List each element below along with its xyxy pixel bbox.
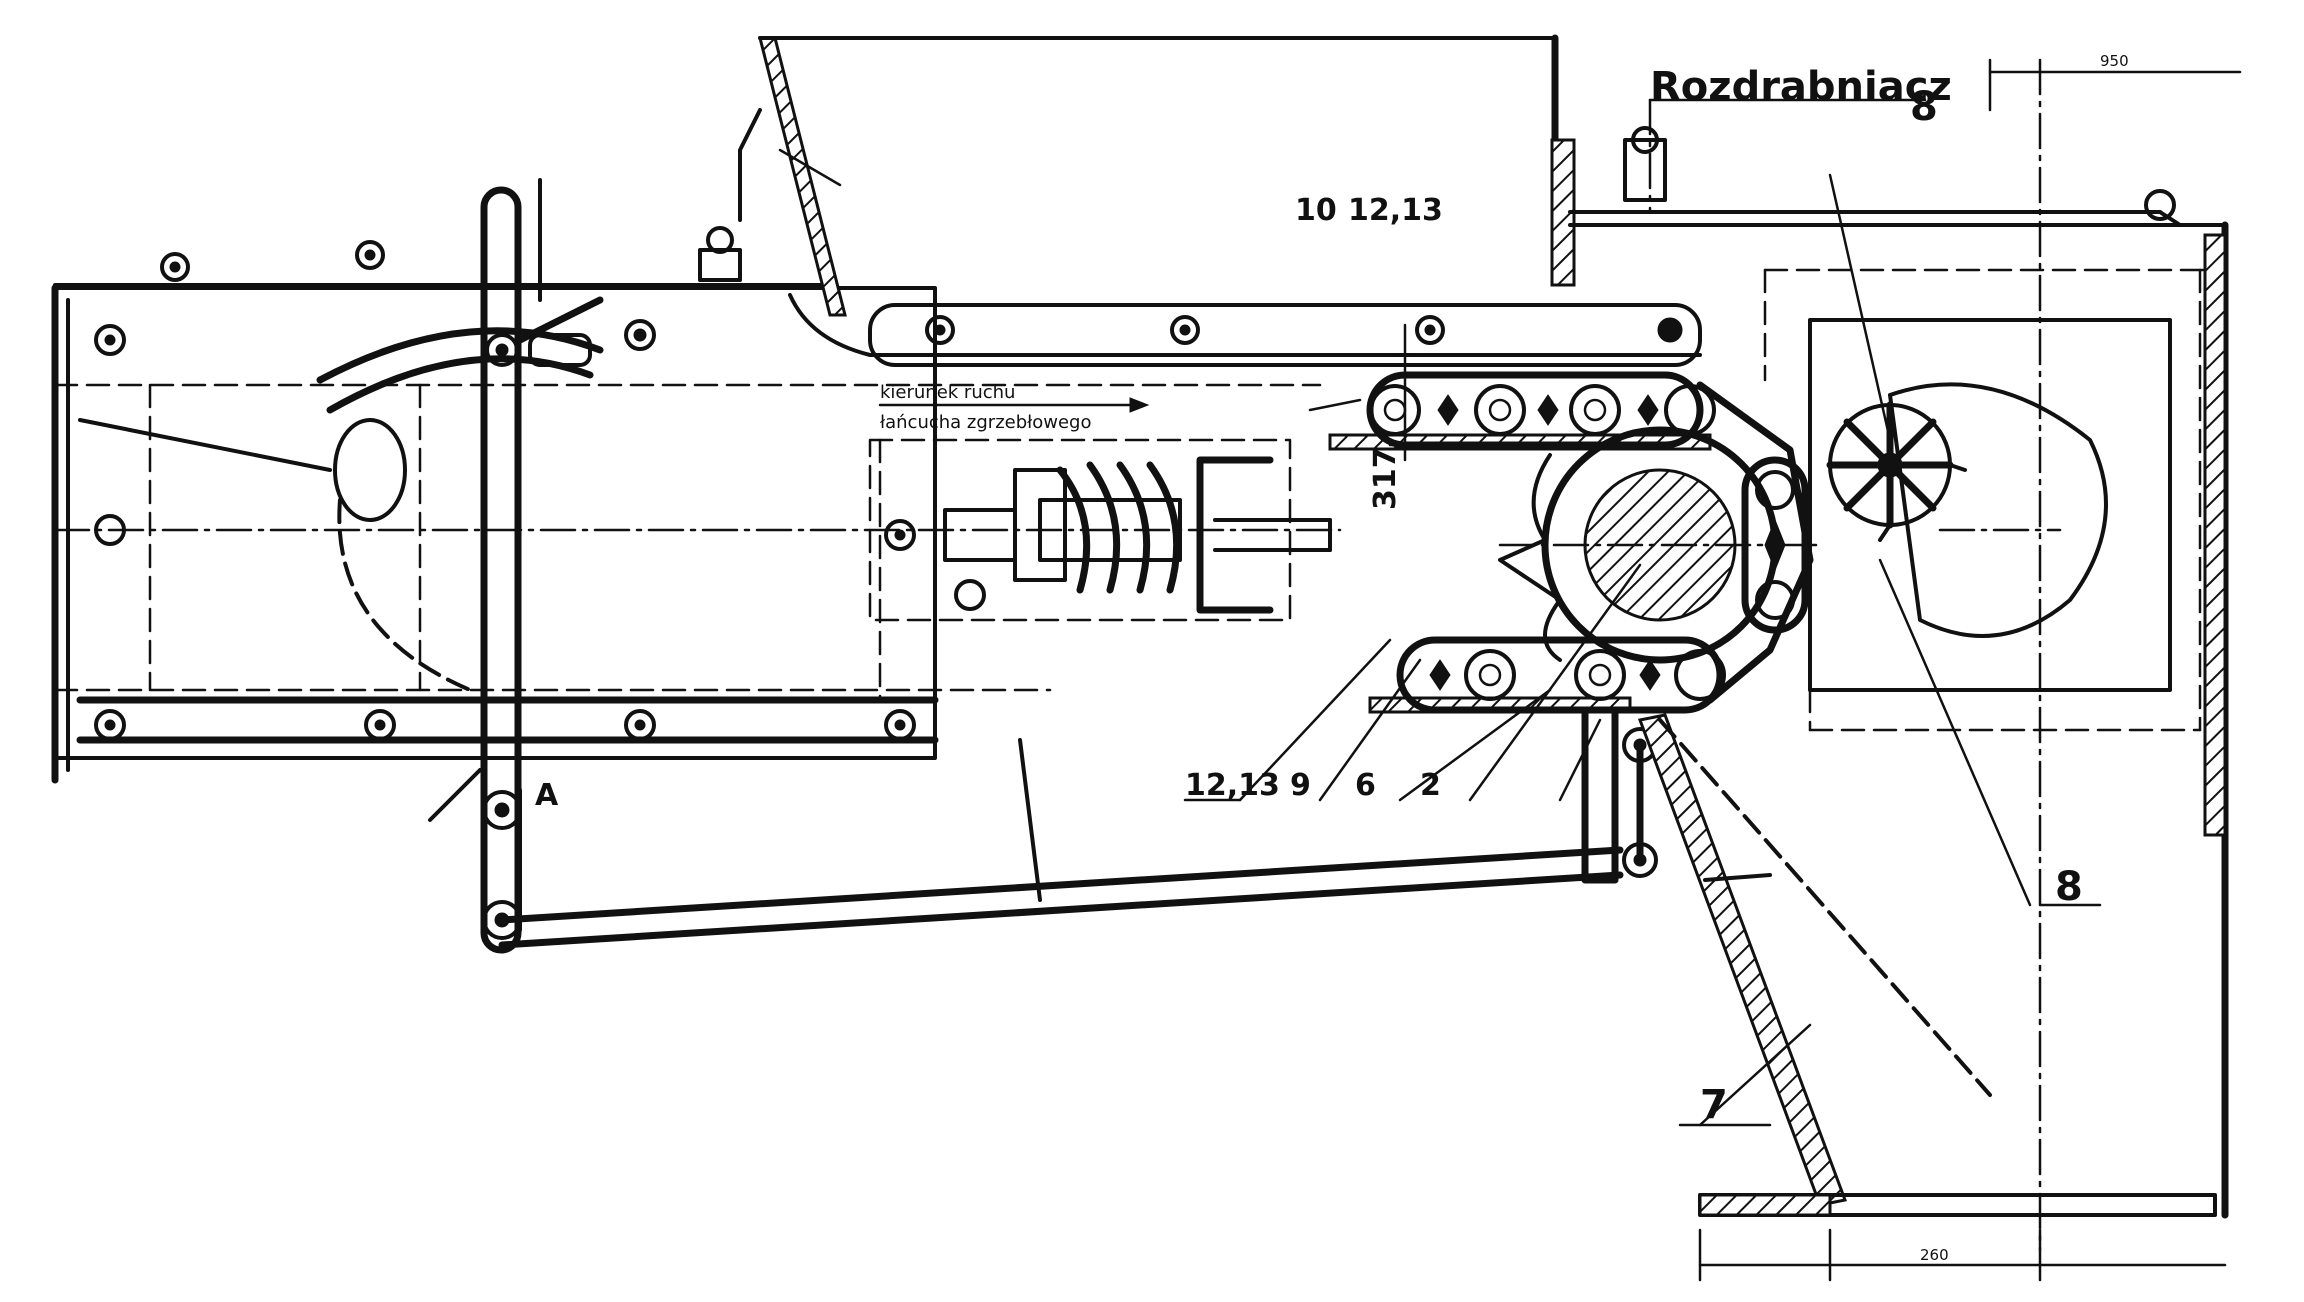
label-ref-8-top: 8: [1910, 84, 1938, 130]
top-cover: [868, 303, 1702, 367]
label-ref-12-13-bottom: 12,13: [1185, 768, 1280, 803]
dimensions: [1308, 58, 2242, 1282]
hopper: [738, 34, 1702, 357]
drive-wheel: [1498, 381, 1822, 704]
chain-conveyor: [1328, 371, 1726, 714]
spring-assembly: [943, 456, 1332, 614]
note-chain-direction-1: kierunek ruchu: [880, 382, 1015, 403]
label-ref-8-right: 8: [2055, 864, 2083, 910]
label-ref-a: A: [535, 778, 559, 813]
label-ref-12-13-top: 12,13: [1348, 193, 1443, 228]
shredder-rotor: [1826, 173, 2108, 638]
discharge-chute: [1637, 713, 2217, 1217]
chain-direction-arrow: [878, 397, 1150, 413]
shredder-housing: [1568, 58, 2229, 1252]
dim-260: 260: [1920, 1246, 1949, 1264]
dim-317: 317: [1368, 447, 1403, 510]
leader-lines: [1183, 98, 2102, 1127]
lower-linkage: [428, 696, 1658, 949]
label-ref-2: 2: [1420, 768, 1441, 803]
lever-mechanism: [78, 178, 742, 954]
housing-bolts: [94, 240, 986, 741]
label-rozdrabniacz: Rozdrabniacz: [1650, 64, 1952, 110]
note-chain-direction-2: łańcucha zgrzebłowego: [880, 412, 1092, 433]
label-ref-9: 9: [1290, 768, 1311, 803]
dim-950: 950: [2100, 52, 2129, 70]
label-ref-10: 10: [1295, 193, 1337, 228]
label-ref-7: 7: [1700, 1082, 1728, 1128]
label-ref-6: 6: [1355, 768, 1376, 803]
